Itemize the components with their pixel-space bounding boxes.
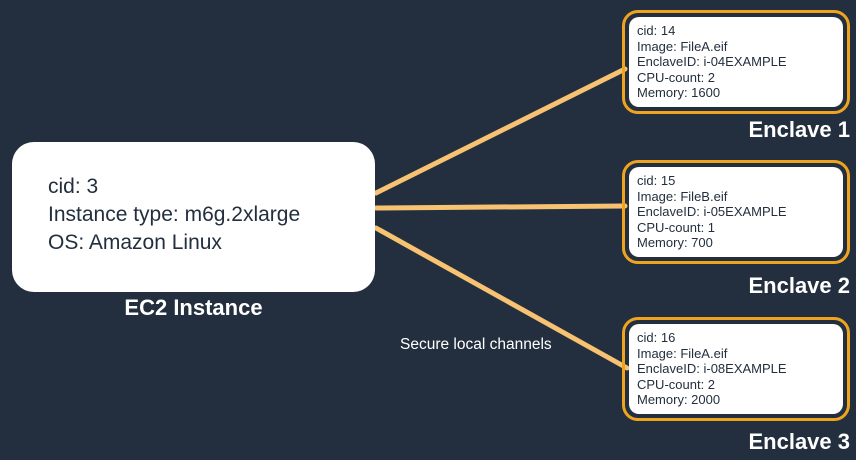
enclave-1-label: Enclave 1 xyxy=(748,117,850,142)
enclave-2-image: Image: FileB.eif xyxy=(637,188,728,204)
enclave-3-enclave-id: EnclaveID: i-08EXAMPLE xyxy=(637,361,787,377)
enclave-3-details: cid: 16 Image: FileA.eif EnclaveID: i-08… xyxy=(629,324,843,414)
enclave-3-memory: Memory: 2000 xyxy=(637,392,721,408)
enclave-2-label: Enclave 2 xyxy=(748,273,850,298)
enclave-2-details: cid: 15 Image: FileB.eif EnclaveID: i-05… xyxy=(629,167,843,257)
secure-channel-line-enclave-3 xyxy=(373,225,630,371)
enclave-3-label: Enclave 3 xyxy=(748,429,850,454)
enclave-1-box: cid: 14 Image: FileA.eif EnclaveID: i-04… xyxy=(622,10,850,114)
secure-channel-line-enclave-2 xyxy=(373,203,628,211)
enclave-1-details: cid: 14 Image: FileA.eif EnclaveID: i-04… xyxy=(629,17,843,107)
ec2-instance-label: EC2 Instance xyxy=(124,295,263,320)
enclave-1-image: Image: FileA.eif xyxy=(637,38,728,54)
enclave-2-box: cid: 15 Image: FileB.eif EnclaveID: i-05… xyxy=(622,160,850,264)
secure-channel-line-enclave-1 xyxy=(373,66,628,196)
enclave-3-cid: cid: 16 xyxy=(637,330,676,345)
enclave-1-cpu-count: CPU-count: 2 xyxy=(637,69,716,85)
enclave-3-box: cid: 16 Image: FileA.eif EnclaveID: i-08… xyxy=(622,317,850,421)
enclave-3-cpu-count: CPU-count: 2 xyxy=(637,376,716,392)
enclave-1-cid: cid: 14 xyxy=(637,23,676,38)
enclave-2-memory: Memory: 700 xyxy=(637,235,713,251)
ec2-cid: cid: 3 xyxy=(48,175,99,198)
enclave-2-cid: cid: 15 xyxy=(637,173,676,188)
enclave-3-image: Image: FileA.eif xyxy=(637,345,728,361)
ec2-instance-type: Instance type: m6g.2xlarge xyxy=(48,203,301,226)
ec2-os: OS: Amazon Linux xyxy=(48,231,222,254)
ec2-instance-box: cid: 3 Instance type: m6g.2xlarge OS: Am… xyxy=(12,142,375,292)
enclave-2-enclave-id: EnclaveID: i-05EXAMPLE xyxy=(637,204,787,220)
enclave-2-cpu-count: CPU-count: 1 xyxy=(637,219,716,235)
enclave-1-enclave-id: EnclaveID: i-04EXAMPLE xyxy=(637,54,787,70)
secure-channels-annotation: Secure local channels xyxy=(400,336,552,353)
enclave-1-memory: Memory: 1600 xyxy=(637,85,721,101)
